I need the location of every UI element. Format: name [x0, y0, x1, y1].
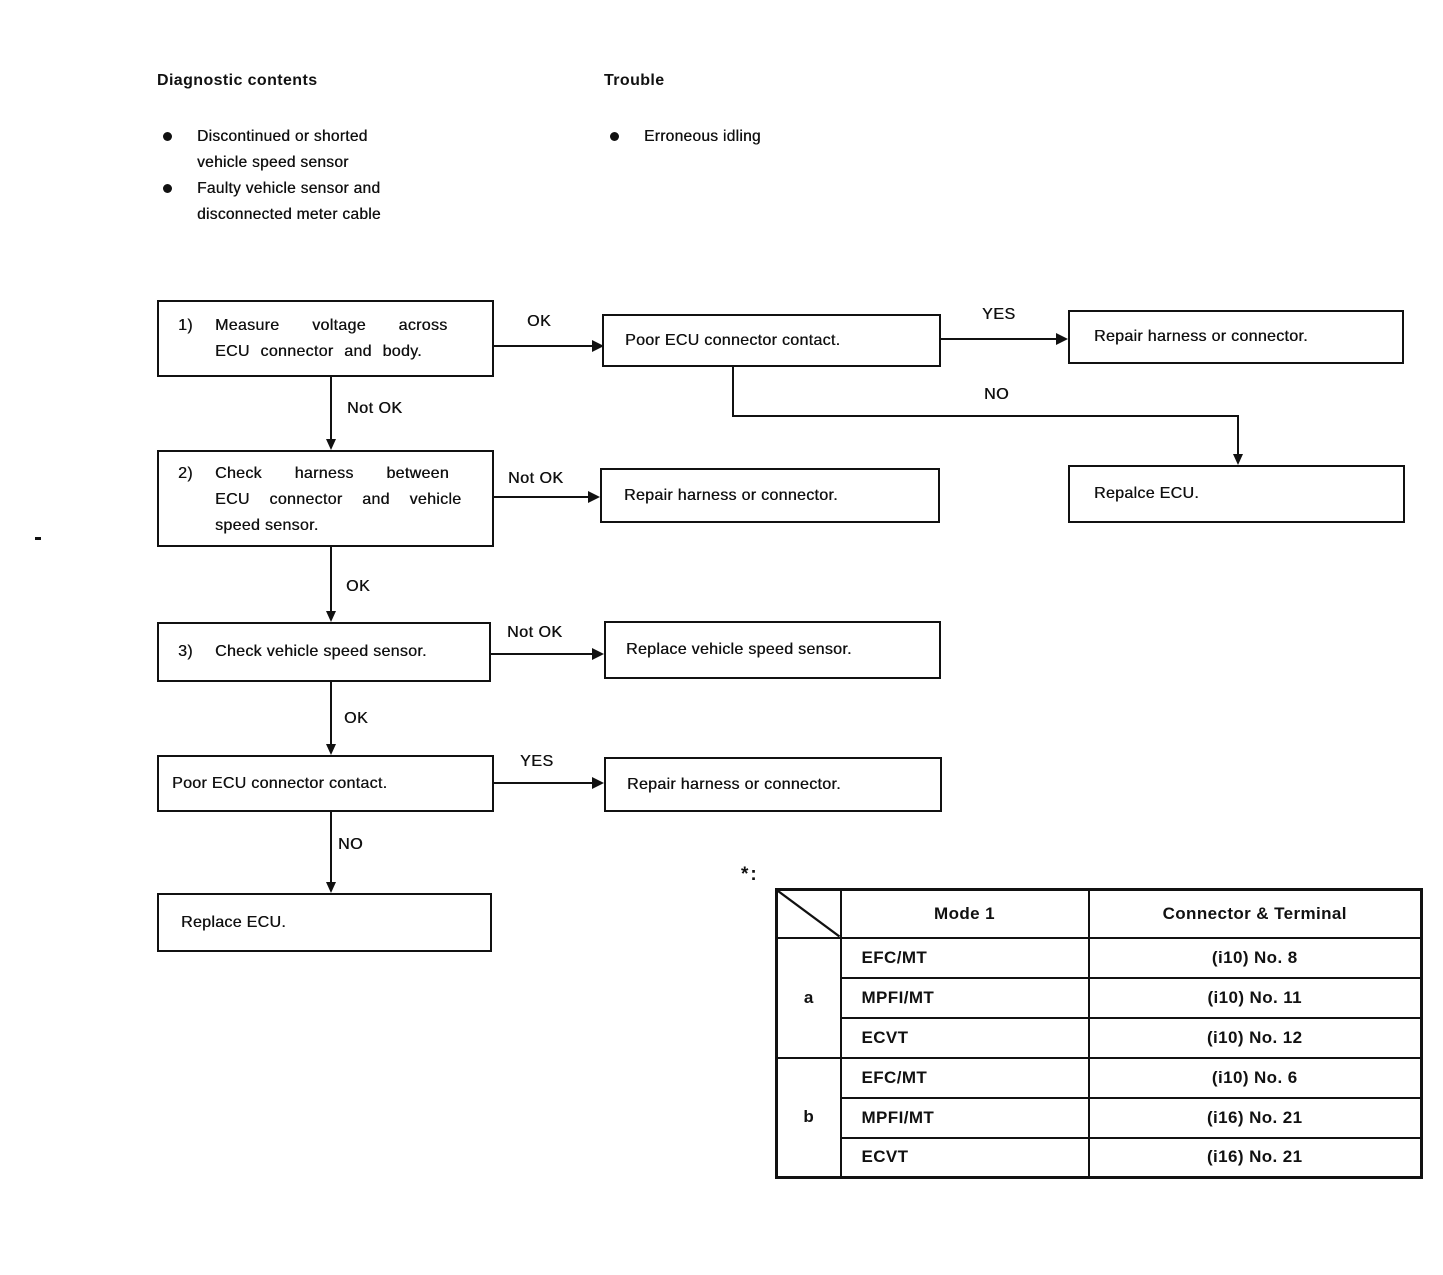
flow-connector [1237, 415, 1239, 455]
table-cell-terminal: (i10) No. 12 [1087, 1016, 1423, 1059]
flow-connector [494, 782, 593, 784]
diagonal-line-icon [778, 891, 840, 937]
scan-speck [35, 537, 41, 540]
trouble-title: Trouble [604, 72, 665, 89]
arrowhead-right-icon [592, 340, 604, 352]
flow-connector [330, 547, 332, 612]
flow-label-ok: OK [527, 313, 552, 330]
diagnostic-item: Faulty vehicle sensor and disconnected m… [163, 176, 463, 228]
arrowhead-down-icon [326, 882, 336, 893]
table-cell-terminal: (i16) No. 21 [1087, 1136, 1423, 1179]
table-cell-mode: EFC/MT [839, 1056, 1090, 1099]
terminal-table: Mode 1 Connector & Terminal a EFC/MT (i1… [775, 888, 1423, 1179]
flow-connector [491, 653, 593, 655]
flow-connector [494, 345, 593, 347]
flow-step-3-box: 3) Check vehicle speed sensor. [157, 622, 491, 682]
bullet-icon [163, 184, 172, 193]
flow-label-ok: OK [344, 710, 369, 727]
table-cell-terminal: (i16) No. 21 [1087, 1096, 1423, 1139]
flow-box-replace-speed-sensor: Replace vehicle speed sensor. [604, 621, 941, 679]
flow-connector [941, 338, 1057, 340]
table-header-mode: Mode 1 [839, 888, 1090, 939]
flow-label-not-ok: Not OK [507, 624, 563, 641]
flow-connector [494, 496, 589, 498]
table-row: ECVT (i16) No. 21 [777, 1136, 1423, 1179]
table-group-label-a: a [775, 936, 842, 1059]
flow-label-not-ok: Not OK [347, 400, 403, 417]
flow-label-yes: YES [982, 306, 1016, 323]
table-row: a EFC/MT (i10) No. 8 [775, 936, 1423, 1059]
table-group-label-b: b [775, 1056, 842, 1179]
flow-box-replace-ecu-right: Repalce ECU. [1068, 465, 1405, 523]
arrowhead-down-icon [326, 611, 336, 622]
flow-box-repair-harness-bottom: Repair harness or connector. [604, 757, 942, 812]
arrowhead-right-icon [588, 491, 600, 503]
arrowhead-right-icon [1056, 333, 1068, 345]
diagnostic-item-text: Discontinued or shorted vehicle speed se… [197, 128, 368, 171]
diagnostic-contents-title: Diagnostic contents [157, 72, 318, 89]
flow-box-repair-harness-mid: Repair harness or connector. [600, 468, 940, 523]
step-number: 3) [178, 643, 193, 660]
trouble-item: Erroneous idling [610, 124, 910, 150]
table-row: MPFI/MT (i10) No. 11 [777, 976, 1423, 1019]
diagonal-cell [775, 888, 842, 939]
table-header-row: Mode 1 Connector & Terminal [775, 888, 1423, 939]
flow-connector [732, 415, 1239, 417]
table-cell-terminal: (i10) No. 8 [1087, 936, 1423, 979]
table-row: ECVT (i10) No. 12 [777, 1016, 1423, 1059]
bullet-icon [163, 132, 172, 141]
flow-step-2-box: 2) Check harness between ECU connector a… [157, 450, 494, 547]
diagnostic-item: Discontinued or shorted vehicle speed se… [163, 124, 463, 176]
flow-connector [732, 367, 734, 417]
arrowhead-down-icon [326, 439, 336, 450]
table-row: MPFI/MT (i16) No. 21 [777, 1096, 1423, 1139]
flow-box-repair-harness-top-right: Repair harness or connector. [1068, 310, 1404, 364]
flow-step-1-box: 1) Measure voltage across ECU connector … [157, 300, 494, 377]
table-cell-mode: MPFI/MT [839, 976, 1090, 1019]
flow-label-not-ok: Not OK [508, 470, 564, 487]
flow-box-poor-ecu-contact-top: Poor ECU connector contact. [602, 314, 941, 367]
flow-label-no: NO [984, 386, 1009, 403]
flow-connector [330, 682, 332, 745]
step-text: Check vehicle speed sensor. [215, 643, 427, 660]
table-cell-terminal: (i10) No. 6 [1087, 1056, 1423, 1099]
trouble-item-text: Erroneous idling [644, 128, 761, 145]
step-text: Check harness between ECU connector and … [215, 465, 462, 534]
step-text: Measure voltage across ECU connector and… [215, 317, 448, 360]
table-cell-terminal: (i10) No. 11 [1087, 976, 1423, 1019]
flow-connector [330, 812, 332, 883]
step-number: 2) [178, 465, 193, 482]
flow-box-replace-ecu-bottom: Replace ECU. [157, 893, 492, 952]
flow-label-no: NO [338, 836, 363, 853]
table-cell-mode: ECVT [839, 1136, 1090, 1179]
flow-box-poor-ecu-contact-bottom: Poor ECU connector contact. [157, 755, 494, 812]
arrowhead-down-icon [1233, 454, 1243, 465]
step-number: 1) [178, 317, 193, 334]
flow-label-yes: YES [520, 753, 554, 770]
flow-connector [330, 377, 332, 440]
flow-label-ok: OK [346, 578, 371, 595]
table-row: b EFC/MT (i10) No. 6 [775, 1056, 1423, 1179]
table-cell-mode: EFC/MT [839, 936, 1090, 979]
arrowhead-down-icon [326, 744, 336, 755]
bullet-icon [610, 132, 619, 141]
table-cell-mode: ECVT [839, 1016, 1090, 1059]
table-cell-mode: MPFI/MT [839, 1096, 1090, 1139]
arrowhead-right-icon [592, 648, 604, 660]
note-asterisk: *: [741, 864, 759, 885]
arrowhead-right-icon [592, 777, 604, 789]
table-header-connector: Connector & Terminal [1087, 888, 1423, 939]
diagnostic-item-text: Faulty vehicle sensor and disconnected m… [197, 180, 381, 223]
